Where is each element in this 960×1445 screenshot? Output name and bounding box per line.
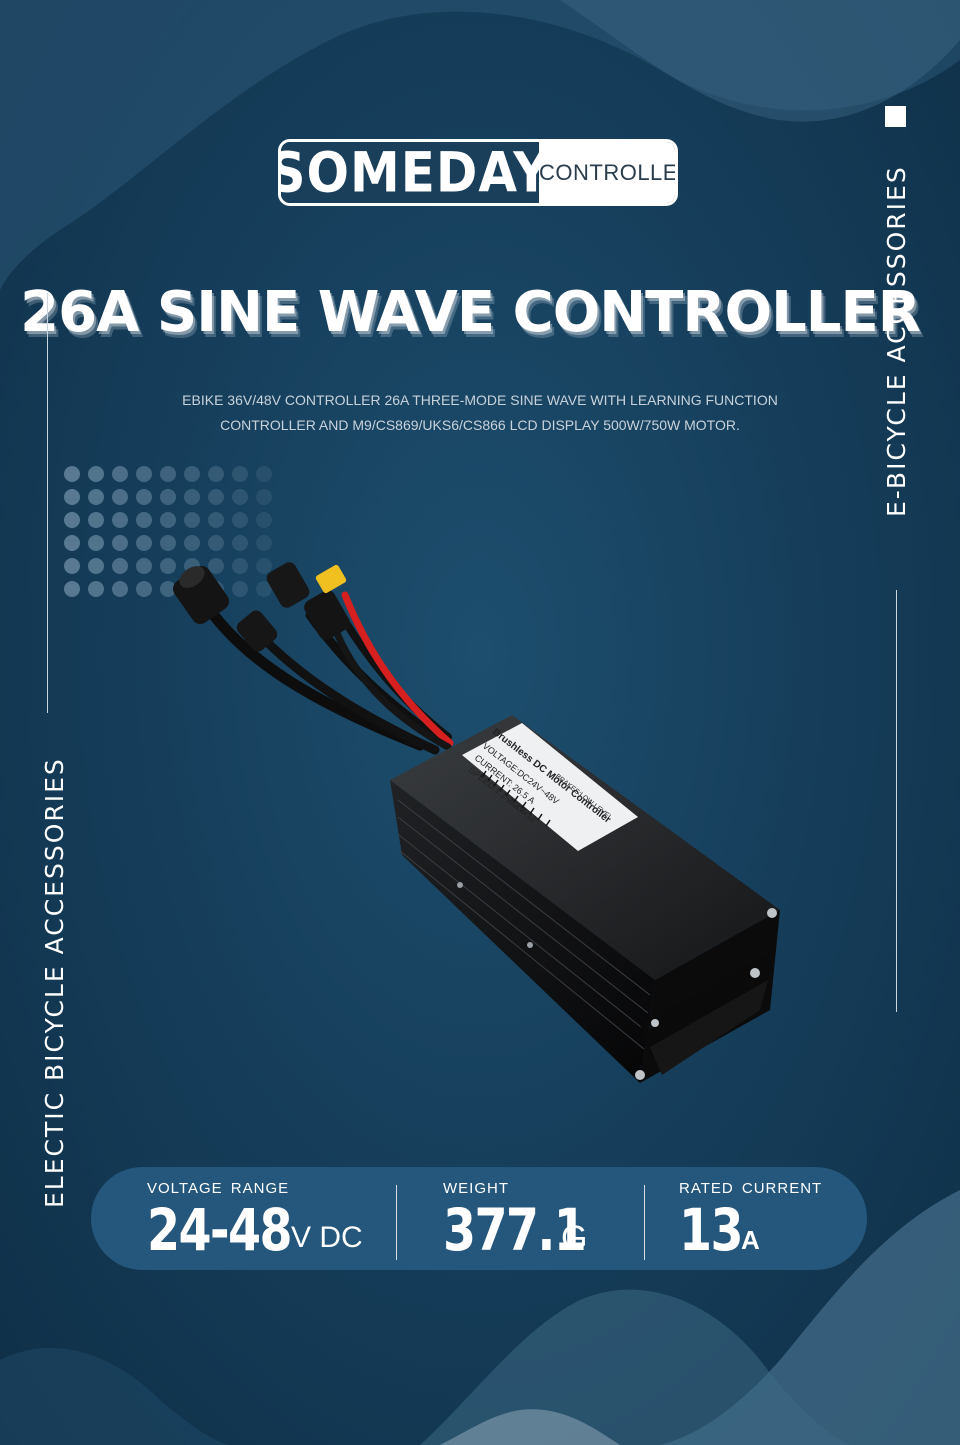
decor-dot xyxy=(136,489,152,505)
decor-dot xyxy=(232,535,248,551)
decor-dot xyxy=(136,581,152,597)
decor-dot xyxy=(256,558,272,574)
decor-dot xyxy=(88,466,104,482)
decor-dot xyxy=(256,581,272,597)
spec-divider-2 xyxy=(644,1185,645,1260)
decor-dot xyxy=(208,535,224,551)
logo-subtitle: CONTROLLER xyxy=(539,159,678,185)
subtitle-line-2: CONTROLLER AND M9/CS869/UKS6/CS866 LCD D… xyxy=(220,417,740,433)
decor-dot xyxy=(64,558,80,574)
decor-dot xyxy=(184,489,200,505)
spec-weight: WEIGHT 377.1 G xyxy=(443,1167,643,1270)
decor-dot xyxy=(64,535,80,551)
corner-square xyxy=(885,106,906,127)
decor-dot xyxy=(208,466,224,482)
decor-dot xyxy=(208,558,224,574)
decor-dot xyxy=(112,535,128,551)
decor-dot xyxy=(112,489,128,505)
decor-dot xyxy=(232,558,248,574)
decor-dot xyxy=(136,535,152,551)
decor-dot xyxy=(160,466,176,482)
decor-dot xyxy=(256,466,272,482)
decor-dot xyxy=(88,489,104,505)
decor-dot xyxy=(112,512,128,528)
decor-dot xyxy=(112,558,128,574)
spec-label-weight: WEIGHT xyxy=(443,1180,509,1197)
decor-dot xyxy=(160,558,176,574)
decor-dot xyxy=(88,512,104,528)
brand-logo: SOMEDAY CONTROLLER xyxy=(278,139,678,206)
side-label-left: ELECTIC BICYCLE ACCESSORIES xyxy=(40,757,69,1208)
decor-dot xyxy=(112,466,128,482)
decor-dot xyxy=(184,535,200,551)
spec-label-current: RATED CURRENT xyxy=(679,1180,823,1197)
decor-dot xyxy=(232,489,248,505)
left-divider-line xyxy=(47,293,48,713)
decor-dot xyxy=(88,558,104,574)
decor-dot xyxy=(256,512,272,528)
sticker-barcode xyxy=(481,770,551,827)
decor-dot xyxy=(208,489,224,505)
spec-unit-current: A xyxy=(741,1225,760,1255)
controller-product-image: Brushless DC Motor Controller VOLTAGE:DC… xyxy=(172,562,780,1083)
spec-value-voltage: 24-48 xyxy=(147,1196,293,1264)
decor-dot xyxy=(232,581,248,597)
decor-dot xyxy=(232,466,248,482)
logo-wordmark: SOMEDAY xyxy=(278,140,551,205)
logo-sub-box: CONTROLLER xyxy=(539,142,678,203)
spec-unit-voltage: V DC xyxy=(291,1221,363,1254)
decor-dot xyxy=(136,558,152,574)
decor-dot xyxy=(112,581,128,597)
page-title: 26A SINE WAVE CONTROLLER xyxy=(20,280,921,345)
connector-plugs xyxy=(172,562,350,652)
logo-wordmark-box: SOMEDAY xyxy=(281,142,550,203)
page-subtitle: EBIKE 36V/48V CONTROLLER 26A THREE-MODE … xyxy=(100,388,860,438)
decor-dot xyxy=(160,535,176,551)
decor-dot xyxy=(160,512,176,528)
spec-unit-weight: G xyxy=(561,1219,588,1257)
decor-dot xyxy=(160,489,176,505)
decor-dot xyxy=(256,489,272,505)
dot-grid-decoration xyxy=(64,466,272,597)
spec-value-weight: 377.1 xyxy=(443,1196,587,1264)
spec-rated-current: RATED CURRENT 13 A xyxy=(679,1167,849,1270)
decor-dot xyxy=(88,535,104,551)
decor-dot xyxy=(64,466,80,482)
decor-dot xyxy=(208,512,224,528)
spec-voltage-range: VOLTAGE RANGE 24-48 V DC xyxy=(147,1167,397,1270)
decor-dot xyxy=(184,466,200,482)
decor-dot xyxy=(232,512,248,528)
decor-dot xyxy=(64,581,80,597)
decor-dot xyxy=(256,535,272,551)
decor-dot xyxy=(136,466,152,482)
controller-housing: Brushless DC Motor Controller VOLTAGE:DC… xyxy=(390,715,780,1083)
spec-divider-1 xyxy=(396,1185,397,1260)
decor-dot xyxy=(184,512,200,528)
decor-dot xyxy=(160,581,176,597)
cable-bundle xyxy=(204,591,454,755)
spec-value-current: 13 xyxy=(679,1196,744,1264)
decor-dot xyxy=(88,581,104,597)
spec-bar: VOLTAGE RANGE 24-48 V DC WEIGHT 377.1 G … xyxy=(91,1167,867,1270)
decor-dot xyxy=(64,512,80,528)
subtitle-line-1: EBIKE 36V/48V CONTROLLER 26A THREE-MODE … xyxy=(182,392,778,408)
spec-label-voltage: VOLTAGE RANGE xyxy=(147,1180,290,1197)
side-label-right: E-BICYCLE ACCESSORIES xyxy=(882,165,911,517)
decor-dot xyxy=(64,489,80,505)
right-divider-line xyxy=(896,590,897,1012)
decor-dot xyxy=(136,512,152,528)
